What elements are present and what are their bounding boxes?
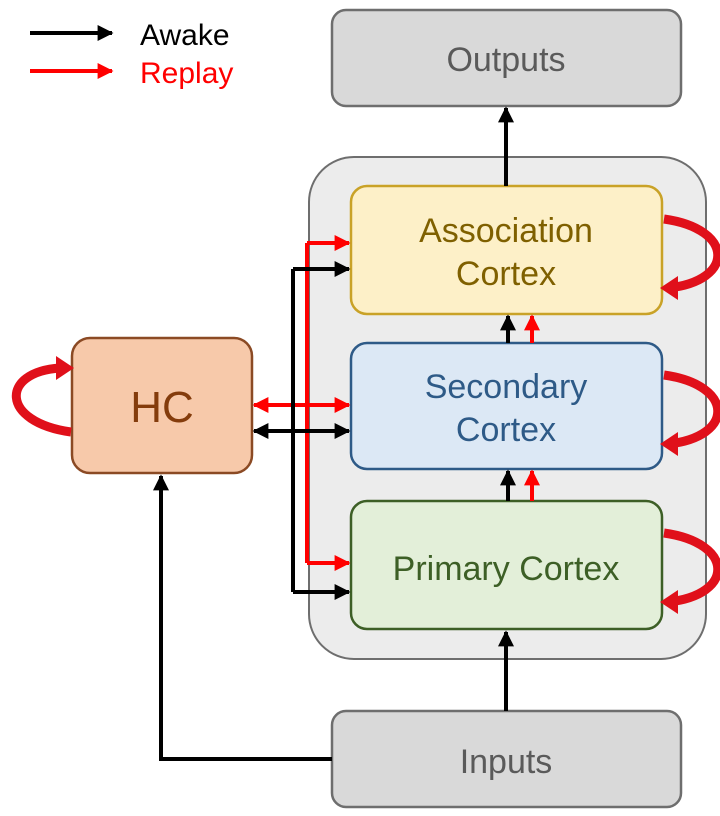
arrow-inputs-to-hc [153,474,332,761]
hc-label: HC [130,383,194,432]
outputs-node: Outputs [330,8,683,108]
legend-awake-label: Awake [140,19,230,52]
legend: Awake Replay [30,19,233,90]
primary-cortex-node: Primary Cortex [349,499,664,631]
secondary-cortex-node: Secondary Cortex [349,341,664,471]
self-loop-secondary [660,370,720,456]
association-label-line1: Association [419,212,593,250]
inputs-label: Inputs [460,743,553,781]
association-label-line2: Cortex [456,255,556,293]
association-cortex-node: Association Cortex [349,184,664,316]
secondary-label-line2: Cortex [456,411,556,449]
inputs-node: Inputs [330,709,683,809]
legend-replay-label: Replay [140,57,233,90]
secondary-label-line1: Secondary [425,368,588,406]
primary-label: Primary Cortex [393,550,620,588]
outputs-label: Outputs [446,41,565,79]
self-loop-hc [11,356,74,437]
hc-node: HC [70,336,254,475]
self-loop-association [660,214,720,300]
self-loop-primary [660,528,720,614]
